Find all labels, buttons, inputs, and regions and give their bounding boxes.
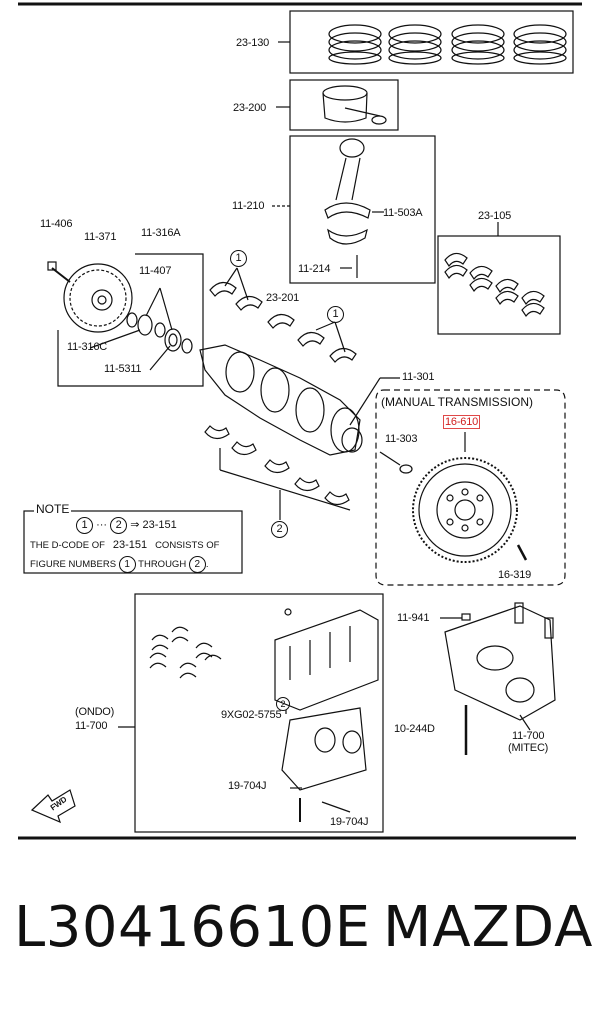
bearing-shells: [444, 252, 545, 318]
bearings-box: [437, 235, 561, 335]
connecting-rod-box: [289, 135, 436, 284]
label-11-316a[interactable]: 11-316A: [141, 227, 181, 239]
pulley-shape: [47, 261, 133, 333]
label-11-316c[interactable]: 11-316C: [67, 341, 107, 353]
label-11-214[interactable]: 11-214: [298, 263, 331, 275]
balancer-housing-shape: [274, 608, 379, 822]
note-line-3: FIGURE NUMBERS 1 THROUGH 2.: [30, 556, 208, 573]
label-11-210[interactable]: 11-210: [232, 200, 265, 212]
note-line-2: THE D-CODE OF 23-151 CONSISTS OF: [30, 540, 219, 551]
circle-number-2: 2: [271, 521, 288, 538]
note-sep: ···: [96, 519, 108, 531]
lower-bearing-shells: [204, 425, 351, 520]
label-11-941[interactable]: 11-941: [397, 612, 430, 624]
circle-number-1-b: 1: [327, 306, 344, 323]
label-11-407[interactable]: 11-407: [139, 265, 172, 277]
label-19-704j-b[interactable]: 19-704J: [330, 816, 369, 828]
label-23-105[interactable]: 23-105: [478, 210, 512, 222]
upper-bearing-shells: [209, 281, 357, 363]
note-line-3-through: THROUGH: [138, 559, 187, 570]
label-19-704j-a[interactable]: 19-704J: [228, 780, 267, 792]
label-11-301[interactable]: 11-301: [402, 371, 435, 383]
pulley-box: [57, 253, 204, 387]
label-11-303[interactable]: 11-303: [385, 433, 418, 445]
label-23-130[interactable]: 23-130: [236, 37, 270, 49]
piston-box: [289, 79, 399, 131]
balancer-small-bearings: [149, 626, 222, 679]
label-11-406[interactable]: 11-406: [40, 218, 73, 230]
fwd-arrow: [30, 789, 76, 824]
piston-shape: [322, 85, 387, 125]
mitec-pump-shape: [440, 602, 556, 755]
note-box: [23, 510, 243, 574]
label-23-201[interactable]: 23-201: [266, 292, 300, 304]
note-line-1: 1 ··· 2 ⇒ 23-151: [76, 517, 177, 534]
note-line-2-b: CONSISTS OF: [155, 540, 220, 551]
label-23-200[interactable]: 23-200: [233, 102, 267, 114]
label-9xg02-5755[interactable]: 9XG02-5755: [221, 709, 282, 721]
note-circle-2: 2: [110, 517, 128, 534]
note-line-3-circle-1: 1: [118, 556, 136, 573]
label-11-5311[interactable]: 11-5311: [104, 363, 142, 375]
note-line-3-end: .: [205, 559, 209, 570]
note-line-2-a: THE D-CODE OF: [30, 540, 105, 551]
piston-rings-group: [328, 24, 567, 65]
note-line-3-circle-2: 2: [188, 556, 206, 573]
label-10-244d[interactable]: 10-244D: [394, 723, 435, 735]
label-11-503a[interactable]: 11-503A: [383, 207, 423, 219]
brand-name: MAZDA: [383, 895, 594, 960]
note-code: 23-151: [142, 519, 177, 531]
balancer-box: [134, 593, 384, 833]
note-line-3-a: FIGURE NUMBERS: [30, 559, 117, 570]
crankshaft-shape: [199, 344, 400, 456]
label-16-610-highlighted[interactable]: 16-610: [443, 415, 481, 429]
label-11-371[interactable]: 11-371: [84, 231, 117, 243]
label-mitec: (MITEC): [508, 742, 549, 754]
label-11-700-mitec[interactable]: 11-700: [512, 730, 545, 742]
label-11-700-ondo[interactable]: 11-700: [75, 720, 108, 732]
manual-transmission-box: [375, 389, 566, 586]
note-heading: NOTE: [34, 502, 72, 516]
note-circle-1: 1: [76, 517, 93, 534]
label-16-319[interactable]: 16-319: [498, 569, 532, 581]
note-arrow: ⇒: [130, 519, 140, 531]
seals-group: [89, 287, 193, 371]
connecting-rod-shape: [324, 138, 384, 278]
flywheel-shape: [379, 432, 528, 563]
part-number: L30416610E: [14, 895, 371, 960]
circle-number-2-small: 2: [276, 697, 290, 711]
label-ondo: (ONDO): [75, 706, 115, 718]
label-manual-transmission: (MANUAL TRANSMISSION): [381, 395, 534, 409]
circle-number-1-a: 1: [230, 250, 247, 267]
note-line-2-code: 23-151: [112, 539, 148, 551]
